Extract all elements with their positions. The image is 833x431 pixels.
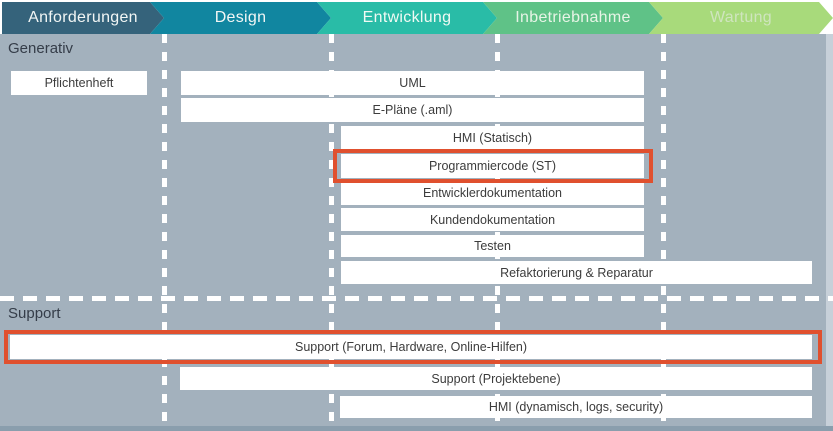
task-bar-e-plaene: E-Pläne (.aml) [181, 98, 644, 122]
task-bar-hmi-dynamisch: HMI (dynamisch, logs, security) [340, 396, 812, 418]
phase-arrow-inbetriebnahme: Inbetriebnahme [483, 2, 663, 34]
highlight-box-support-forum [4, 330, 822, 364]
task-bar-support-forum: Support (Forum, Hardware, Online-Hilfen) [10, 335, 812, 359]
task-bar-kundendokumentation: Kundendokumentation [341, 208, 644, 231]
phase-label-inbetriebnahme: Inbetriebnahme [515, 9, 631, 26]
phase-divider-dashed-line-2 [329, 34, 334, 426]
section-divider-dashed-line [0, 296, 833, 301]
phase-label-anforderungen: Anforderungen [28, 9, 138, 26]
task-bar-support-projektebene: Support (Projektebene) [180, 367, 812, 390]
bottom-edge-strip [0, 426, 833, 431]
phase-label-design: Design [214, 9, 267, 26]
phase-divider-dashed-line-1 [162, 34, 167, 426]
task-bar-refaktorierung: Refaktorierung & Reparatur [341, 261, 812, 284]
phase-arrow-entwicklung: Entwicklung [317, 2, 497, 34]
task-bar-pflichtenheft: Pflichtenheft [11, 71, 147, 95]
diagram-body: Generativ Pflichtenheft UML E-Pläne (.am… [0, 34, 833, 426]
phase-arrow-wartung: Wartung [649, 2, 833, 34]
task-bar-entwicklerdokumentation: Entwicklerdokumentation [341, 181, 644, 205]
task-bar-uml: UML [181, 71, 644, 95]
phase-label-wartung: Wartung [710, 9, 772, 26]
phase-arrow-design: Design [150, 2, 331, 34]
phase-divider-dashed-line-4 [661, 34, 666, 426]
section-label-generativ: Generativ [8, 40, 74, 57]
task-bar-testen: Testen [341, 235, 644, 257]
phase-arrow-anforderungen: Anforderungen [2, 2, 164, 34]
task-bar-hmi-statisch: HMI (Statisch) [341, 126, 644, 150]
phase-label-entwicklung: Entwicklung [362, 9, 452, 26]
task-bar-programmiercode: Programmiercode (ST) [341, 154, 644, 178]
highlight-box-programmiercode [333, 149, 653, 183]
right-edge-band [826, 34, 833, 426]
section-label-support: Support [8, 305, 61, 322]
phase-header: Anforderungen Design Entwicklung Inbetri… [0, 0, 833, 34]
